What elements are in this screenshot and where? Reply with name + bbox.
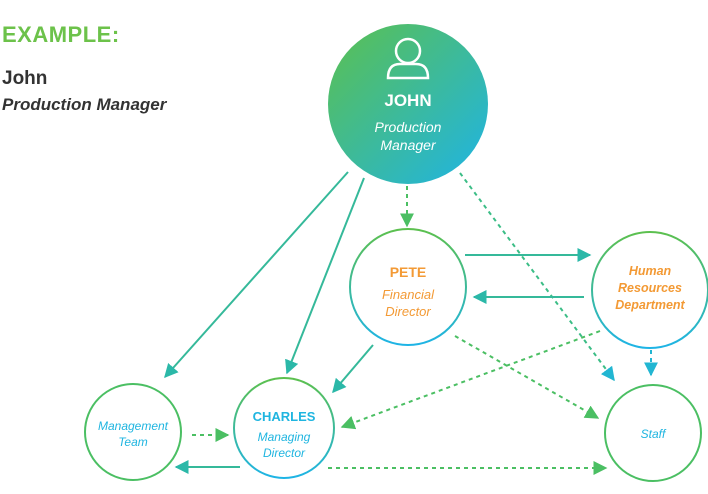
edge-pete-charles [332,344,374,394]
node-charles: CHARLES Managing Director [233,377,335,479]
node-staff: Staff [604,384,702,482]
john-subtitle-1: Production [375,119,442,135]
john-subtitle-2: Manager [380,137,437,153]
hr-line-1: Human [629,264,672,278]
edge-john-charles [285,177,365,375]
node-john: JOHN Production Manager [328,24,488,184]
john-title: JOHN [384,91,431,110]
charles-subtitle-2: Director [263,446,306,460]
charles-title: CHARLES [253,409,316,424]
management-line-1: Management [98,419,169,433]
node-pete: PETE Financial Director [349,228,467,346]
pete-subtitle-2: Director [385,304,431,319]
staff-label: Staff [641,427,667,441]
charles-subtitle-1: Managing [258,430,311,444]
node-management-team: Management Team [84,383,182,481]
pete-subtitle-1: Financial [382,287,435,302]
pete-title: PETE [390,264,427,280]
person-role: Production Manager [2,95,167,114]
edge-john-management [164,171,349,379]
edge-hr-charles [340,330,601,430]
node-hr: Human Resources Department [591,231,708,349]
edge-pete-staff [454,335,600,419]
hr-line-3: Department [615,298,685,312]
person-name: John [2,68,48,89]
edge-john-staff [459,172,615,382]
example-heading: EXAMPLE: [2,22,120,47]
connectors [164,171,658,475]
hr-line-2: Resources [618,281,682,295]
management-line-2: Team [118,435,148,449]
user-icon [386,37,430,80]
